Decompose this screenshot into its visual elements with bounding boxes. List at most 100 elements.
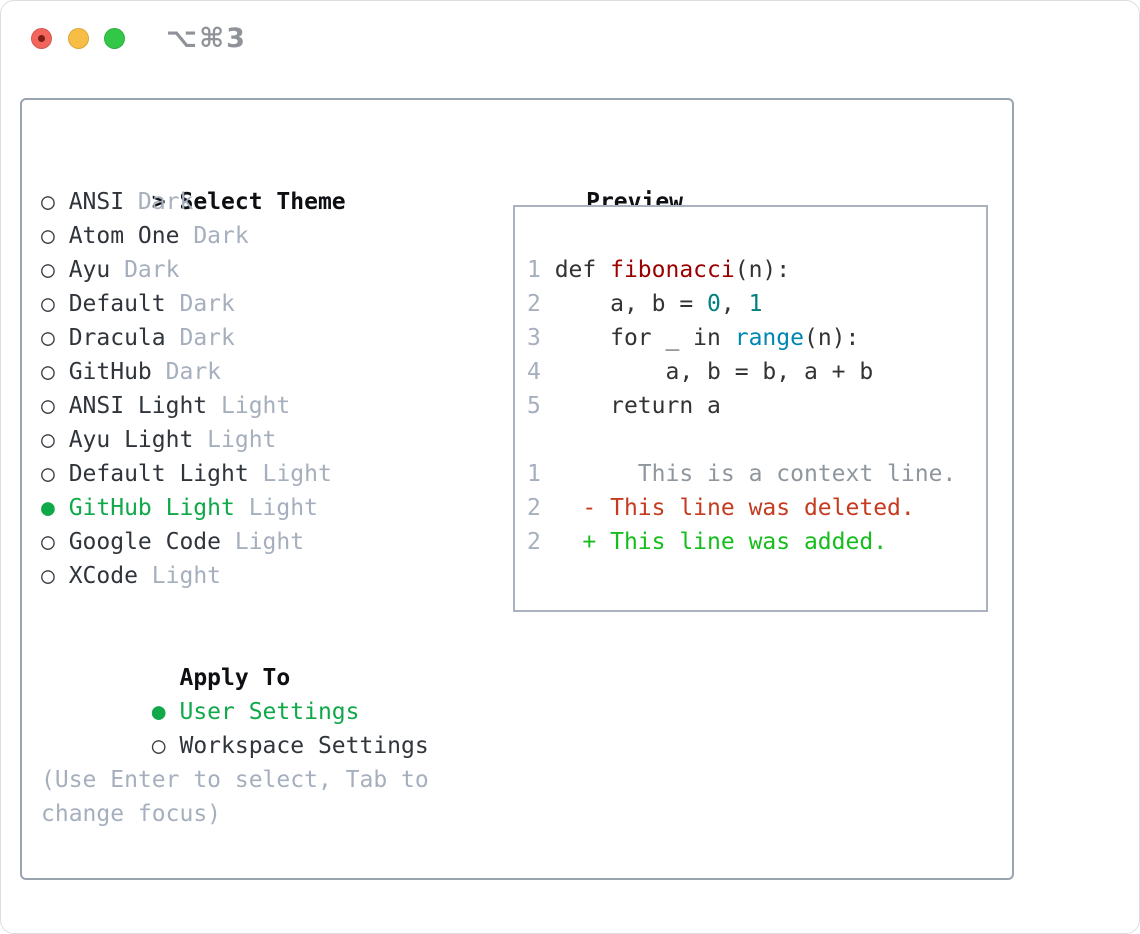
radio-icon: ○: [41, 563, 55, 589]
code-token-pl: a, b = b, a + b: [554, 359, 874, 385]
code-line: 2 a, b = 0, 1: [527, 287, 956, 321]
theme-option-default[interactable]: ○Default Dark: [41, 287, 429, 321]
theme-option-atom-one[interactable]: ○ Atom One Dark: [41, 219, 429, 253]
theme-name: Atom One: [68, 223, 180, 249]
code-token-del: - This line was deleted.: [554, 495, 915, 521]
theme-list: ○ ANSI Dark ○ Atom One Dark ○ Ayu Dark ○ Defaul…: [41, 185, 429, 593]
theme-option-default-light[interactable]: ○ Default Light Light: [41, 457, 429, 491]
radio-selected-icon: ●: [151, 699, 166, 725]
apply-option-label: User Settings: [179, 699, 360, 725]
radio-icon: ○: [151, 733, 166, 759]
theme-variant: Light: [137, 563, 222, 589]
theme-variant: Light: [207, 393, 291, 419]
prompt-icon: >: [151, 189, 166, 215]
minimize-button[interactable]: [68, 28, 89, 49]
theme-variant: Light: [248, 461, 332, 487]
theme-name: XCode: [68, 563, 138, 589]
code-line: 2 + This line was added.: [527, 525, 956, 559]
code-token-ln: 1: [527, 461, 555, 487]
theme-picker-left-column: > Select Theme ○ ANSI Dark ○ Atom One Dark ○ A…: [41, 151, 429, 831]
apply-to-title: Apply To: [179, 665, 291, 691]
theme-name: GitHub: [68, 359, 152, 385]
theme-name: Ayu Light: [68, 427, 194, 453]
spacer: [41, 593, 429, 627]
theme-name: GitHub Light: [68, 495, 235, 521]
theme-name: Google Code: [68, 529, 222, 555]
window-title: ⌥⌘3: [166, 23, 247, 54]
theme-name: Default Light: [68, 461, 249, 487]
code-token-ln: 5: [527, 393, 555, 419]
code-token-num: 0: [707, 291, 721, 317]
radio-icon: ○: [41, 359, 55, 385]
code-token-ln: 4: [527, 359, 555, 385]
theme-variant: Dark: [110, 257, 180, 283]
theme-variant: Dark: [124, 189, 194, 215]
apply-to-header: Apply To: [41, 627, 429, 691]
theme-option-ansi[interactable]: ○ ANSI Dark: [41, 185, 429, 219]
code-token-ln: 2: [527, 291, 555, 317]
radio-icon: ○: [41, 223, 55, 249]
theme-variant: Dark: [165, 325, 235, 351]
radio-icon: ○: [41, 461, 55, 487]
radio-icon: ○: [41, 291, 55, 317]
theme-option-ayu[interactable]: ○ Ayu Dark: [41, 253, 429, 287]
select-theme-title: Select Theme: [179, 189, 346, 215]
theme-option-github[interactable]: ○ GitHub Dark: [41, 355, 429, 389]
radio-icon: ○: [41, 325, 55, 351]
apply-option-user-settings[interactable]: ● User Settings: [41, 661, 429, 725]
radio-icon: ○: [41, 393, 55, 419]
theme-name: Default: [68, 291, 166, 317]
code-token-pl: a, b =: [554, 291, 708, 317]
radio-icon: ○: [41, 427, 55, 453]
code-token-kw: def: [554, 257, 611, 283]
theme-option-github-light[interactable]: ●GitHub Light Light: [41, 491, 429, 525]
code-token-ln: 2: [527, 529, 555, 555]
close-button[interactable]: [31, 28, 52, 49]
code-line: 2 - This line was deleted.: [527, 491, 956, 525]
theme-name: Ayu: [68, 257, 111, 283]
radio-icon: ○: [41, 257, 55, 283]
code-token-ln: 2: [527, 495, 555, 521]
preview-header: Preview: [503, 151, 683, 215]
theme-name: ANSI: [68, 189, 125, 215]
code-token-pl: for _ in: [554, 325, 735, 351]
radio-icon: ○: [41, 189, 55, 215]
code-line: 4 a, b = b, a + b: [527, 355, 956, 389]
theme-picker-panel: > Select Theme ○ ANSI Dark ○ Atom One Dark ○ A…: [20, 98, 1014, 880]
code-token-ln: 3: [527, 325, 555, 351]
select-theme-header: > Select Theme: [41, 151, 429, 215]
theme-variant: Light: [193, 427, 277, 453]
code-token-num: 1: [748, 291, 763, 317]
code-token-pl: (n):: [803, 325, 860, 351]
help-text-line-2: change focus): [41, 801, 222, 827]
theme-option-xcode[interactable]: ○ XCode Light: [41, 559, 429, 593]
code-line: 5 return a: [527, 389, 956, 423]
theme-option-google-code[interactable]: ○Google Code Light: [41, 525, 429, 559]
theme-name: Dracula: [68, 325, 166, 351]
theme-variant: Dark: [179, 223, 249, 249]
code-line: 1 def fibonacci(n):: [527, 253, 956, 287]
code-line: [527, 423, 956, 457]
zoom-button[interactable]: [104, 28, 125, 49]
theme-option-ayu-light[interactable]: ○ Ayu Light Light: [41, 423, 429, 457]
code-token-pl: (n):: [734, 257, 791, 283]
code-token-ln: 1: [527, 257, 555, 283]
code-token-fn: fibonacci: [610, 257, 735, 283]
theme-variant: Light: [221, 529, 305, 555]
help-text-line-1: (Use Enter to select, Tab to: [41, 767, 429, 793]
code-token-pl: return a: [554, 393, 721, 419]
apply-option-label: Workspace Settings: [179, 733, 429, 759]
code-token-pl: ,: [720, 291, 749, 317]
code-token-bi: range: [734, 325, 804, 351]
code-line: 3 for _ in range(n):: [527, 321, 956, 355]
code-token-add: + This line was added.: [554, 529, 888, 555]
theme-option-dracula[interactable]: ○ Dracula Dark: [41, 321, 429, 355]
code-token-ctx: This is a context line.: [554, 461, 957, 487]
apply-option-workspace-settings[interactable]: ○ Workspace Settings: [41, 695, 429, 759]
theme-name: ANSI Light: [68, 393, 208, 419]
theme-variant: Light: [234, 495, 318, 521]
theme-variant: Dark: [151, 359, 222, 385]
theme-option-ansi-light[interactable]: ○ ANSI Light Light: [41, 389, 429, 423]
